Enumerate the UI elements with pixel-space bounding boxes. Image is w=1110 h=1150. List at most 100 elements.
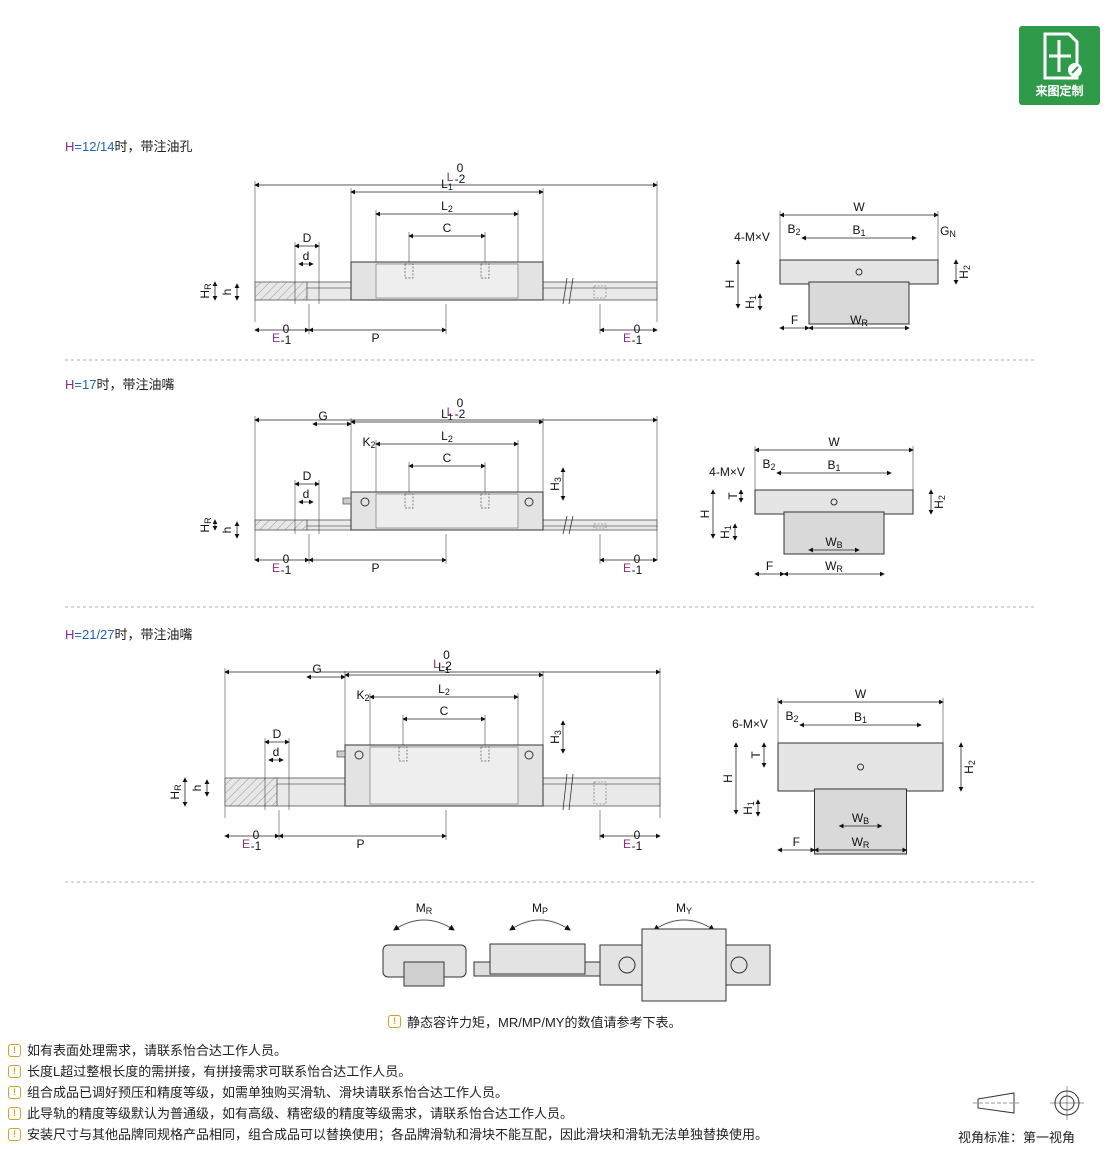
C-label: C [443, 221, 452, 235]
D-label: D [303, 469, 312, 483]
tapped-hole [480, 493, 490, 509]
F-label: F [791, 313, 798, 327]
rail-section-hatch [224, 777, 278, 807]
note-item: !组合成品已调好预压和精度等级，如需单独购买滑轨、滑块请联系怡合达工作人员。 [8, 1082, 768, 1103]
E-label: E [242, 837, 250, 851]
note-item: !此导轨的精度等级默认为普通级，如有高级、精密级的精度等级需求，请联系怡合达工作… [8, 1103, 768, 1124]
section-title: H=21/27时，带注油嘴 [65, 627, 193, 642]
drawing-doc-icon [1043, 32, 1082, 80]
warning-icon: ! [8, 1044, 21, 1057]
MP-arrow [509, 919, 571, 931]
rail-hole [593, 285, 607, 299]
GN-label: GN [940, 224, 956, 239]
E-label: E [272, 561, 280, 575]
H2-label: H2 [932, 495, 947, 509]
rail-hole [593, 781, 607, 805]
H1-label: H1 [741, 801, 756, 815]
MR-rail [403, 961, 445, 987]
E-label: E [623, 561, 631, 575]
tapped-hole [404, 493, 414, 509]
dimension-label: -1 [632, 839, 643, 853]
H2-label: H2 [962, 760, 977, 774]
custom-drawing-label: 来图定制 [1035, 84, 1084, 98]
T-label: T [726, 492, 740, 500]
T-label: T [749, 751, 763, 759]
dimension-label: -2 [455, 407, 466, 421]
length-L-label: L [447, 170, 454, 184]
section-title: H=17时，带注油嘴 [65, 377, 174, 392]
H2-label: H2 [957, 265, 972, 279]
h-label: h [220, 527, 234, 534]
H-label: H [698, 510, 712, 519]
d-label: d [273, 745, 280, 759]
P-label: P [371, 561, 379, 575]
B1-label: B1 [827, 458, 840, 473]
dimension-label: 0 [634, 322, 641, 336]
warning-icon: ! [8, 1086, 21, 1099]
lube-hole [855, 268, 863, 276]
B1-label: B1 [854, 710, 867, 725]
warning-icon: ! [8, 1128, 21, 1141]
F-label: F [766, 559, 773, 573]
rail-end-view [814, 788, 907, 855]
MY-block [641, 928, 727, 1002]
dimension-label: -2 [441, 659, 452, 673]
B2-label: B2 [787, 222, 800, 237]
L1-label: L1 [441, 407, 453, 422]
MP-label: MP [532, 901, 548, 916]
d-label: d [303, 249, 310, 263]
P-label: P [356, 837, 364, 851]
K2-label: K2 [356, 688, 369, 703]
MR-arrow [393, 919, 455, 931]
lube-hole [830, 498, 838, 506]
E-label: E [623, 837, 631, 851]
grease-nipple [342, 497, 352, 505]
C-label: C [443, 451, 452, 465]
block-body [369, 746, 519, 805]
W-label: W [853, 200, 865, 214]
d-label: d [303, 487, 310, 501]
M-x-V-label: 4-M×V [709, 465, 745, 479]
note-item: !如有表面处理需求，请联系怡合达工作人员。 [8, 1040, 768, 1061]
H3-label: H3 [548, 477, 563, 491]
dimension-label: 0 [457, 161, 464, 175]
L2-label: L2 [438, 682, 450, 697]
H-label: H [721, 774, 735, 783]
rail-section-hatch [254, 281, 308, 301]
static-moment-text: 静态容许力矩，MR/MP/MY的数值请参考下表。 [407, 1015, 682, 1030]
h-label: h [190, 785, 204, 792]
L2-label: L2 [441, 429, 453, 444]
screw-icon [524, 750, 534, 760]
first-angle-projection-symbol [973, 1086, 1084, 1120]
length-L-label: L [433, 657, 440, 671]
view-standard-label: 视角标准：第一视角 [958, 1130, 1076, 1145]
block-end-view [779, 259, 939, 285]
G-label: G [318, 409, 327, 423]
dimension-label: -1 [251, 839, 262, 853]
H1-label: H1 [718, 525, 733, 539]
E-label: E [272, 331, 280, 345]
tapped-hole [480, 746, 490, 762]
warning-icon: ! [8, 1065, 21, 1078]
rail-hole [593, 523, 607, 529]
dimension-label: -1 [632, 563, 643, 577]
h-label: h [220, 289, 234, 296]
P-label: P [371, 331, 379, 345]
dimension-label: 0 [283, 322, 290, 336]
warning-icon: ! [388, 1015, 401, 1028]
HR-label: HR [168, 784, 183, 800]
custom-drawing-button[interactable]: 来图定制 [1019, 26, 1100, 105]
B2-label: B2 [762, 457, 775, 472]
G-label: G [312, 662, 321, 676]
screw-icon [524, 497, 534, 507]
dimension-label: 0 [634, 552, 641, 566]
static-moment-note: ! 静态容许力矩，MR/MP/MY的数值请参考下表。 [388, 1012, 681, 1031]
dimension-label: 0 [457, 396, 464, 410]
C-label: C [440, 704, 449, 718]
H-label: H [723, 280, 737, 289]
warning-icon: ! [8, 1107, 21, 1120]
